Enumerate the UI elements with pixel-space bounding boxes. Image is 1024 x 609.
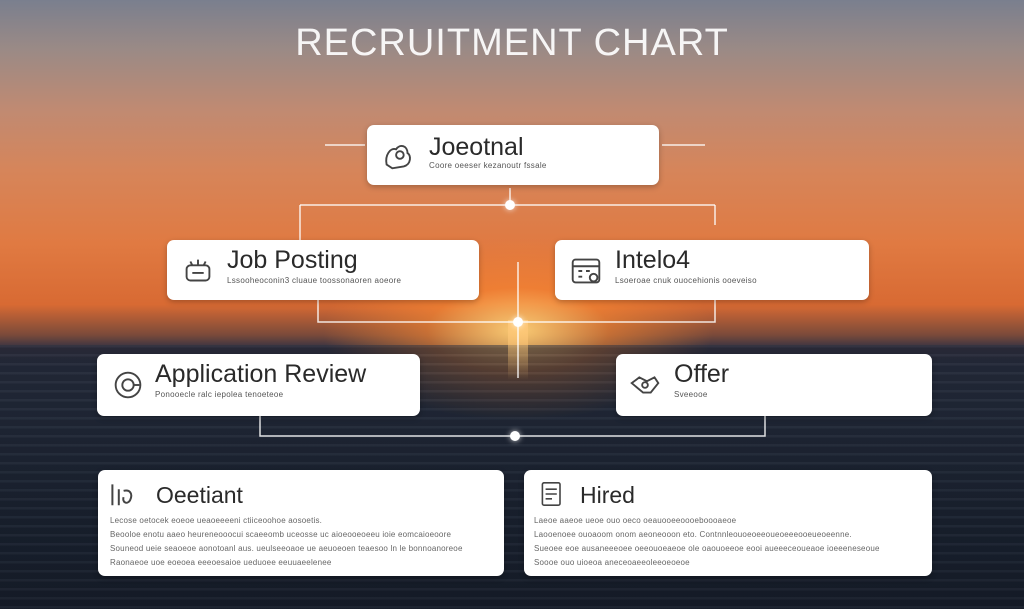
node-title: Joeotnal [429, 133, 524, 161]
connector-dot [505, 200, 515, 210]
body-line: Soooe ouo uioeoa aneceoaeeoleeoeoeoe [534, 558, 690, 567]
body-line: Souneod ueie seaoeoe aonotoanl aus. ueul… [110, 544, 463, 553]
handshake-icon [626, 366, 664, 404]
node-interview[interactable]: Intelo4 Lsoeroae cnuk ouocehionis ooevei… [555, 240, 869, 300]
node-title: Application Review [155, 360, 367, 388]
body-line: Laooenoee ouoaoom onom aeoneooon eto. Co… [534, 530, 852, 539]
node-title: Offer [674, 360, 730, 388]
clipboard-icon [536, 478, 568, 510]
node-subtitle: Lsoeroae cnuk ouocehionis ooeveiso [615, 276, 757, 285]
node-subtitle: Sveeooe [674, 390, 708, 399]
node-title: Intelo4 [615, 246, 691, 274]
node-title: Job Posting [227, 246, 358, 274]
body-line: Beooloe enotu aaeo heureneooocui scaeeom… [110, 530, 452, 539]
node-application-review[interactable]: Application Review Ponooecle ralc iepole… [97, 354, 420, 416]
body-line: Lecose oetocek eoeoe ueaoeeeeni ctiiceoo… [110, 516, 323, 525]
hands-icon [379, 136, 417, 174]
node-subtitle: Ponooecle ralc iepolea tenoeteoe [155, 390, 284, 399]
body-line: Laeoe aaeoe ueoe ouo oeco oeauooeeoooebo… [534, 516, 737, 525]
node-subtitle: Lssooheoconin3 cluaue toossonaoren aoeor… [227, 276, 402, 285]
calendar-icon [567, 252, 605, 290]
node-body: Laeoe aaeoe ueoe ouo oeco oeauooeeoooebo… [534, 514, 924, 570]
badge-icon [106, 478, 138, 510]
connector-dot [510, 431, 520, 441]
node-onboarding[interactable]: Oeetiant Lecose oetocek eoeoe ueaoeeeeni… [98, 470, 504, 576]
connector-dot [513, 317, 523, 327]
node-body: Lecose oetocek eoeoe ueaoeeeeni ctiiceoo… [110, 514, 495, 570]
megaphone-icon [179, 252, 217, 290]
node-title: Oeetiant [156, 482, 243, 508]
review-icon [109, 366, 147, 404]
node-offer[interactable]: Offer Sveeooe [616, 354, 932, 416]
node-top[interactable]: Joeotnal Coore oeeser kezanoutr fssale [367, 125, 659, 185]
body-line: Raonaeoe uoe eoeoea eeeoesaioe ueduoee e… [110, 558, 332, 567]
node-title: Hired [580, 482, 635, 508]
node-hired[interactable]: Hired Laeoe aaeoe ueoe ouo oeco oeauooee… [524, 470, 932, 576]
chart-title: RECRUITMENT CHART [295, 22, 729, 64]
body-line: Sueoee eoe ausaneeeoee oeeouoeaeoe ole o… [534, 544, 880, 553]
node-job-posting[interactable]: Job Posting Lssooheoconin3 cluaue toosso… [167, 240, 479, 300]
node-subtitle: Coore oeeser kezanoutr fssale [429, 161, 547, 170]
